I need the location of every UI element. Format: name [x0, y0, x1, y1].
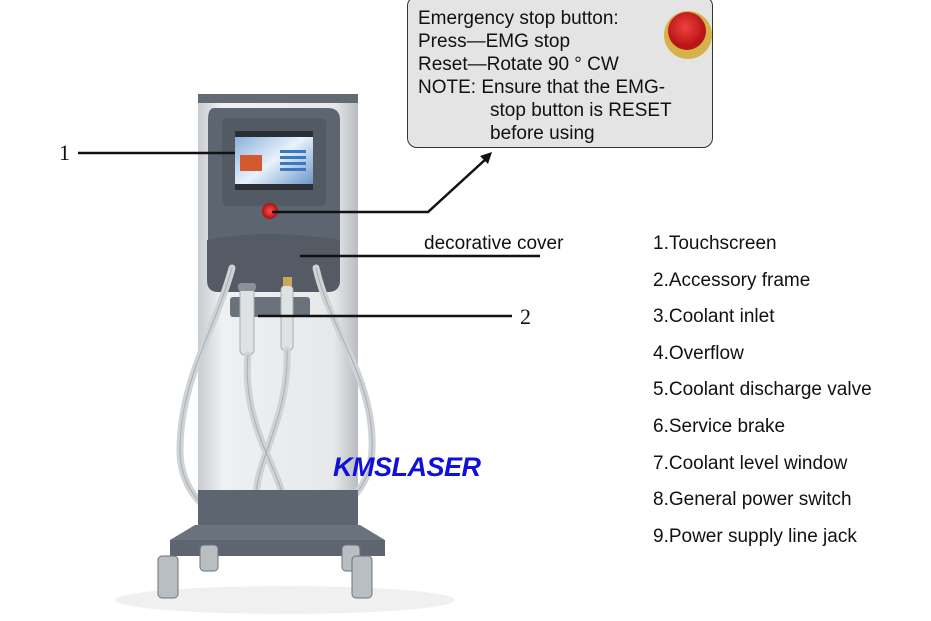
- list-item: 8.General power switch: [653, 489, 852, 511]
- brand-logo: KMSLASER: [333, 452, 481, 482]
- note-line: NOTE: Ensure that the EMG-: [418, 77, 666, 98]
- note-line: Press—EMG stop: [418, 31, 571, 52]
- decorative-cover: [207, 234, 340, 292]
- emergency-stop-button: [262, 203, 278, 219]
- arrow-head-icon: [480, 152, 492, 164]
- note-line: before using: [490, 123, 595, 144]
- caster-wheels: [157, 544, 373, 599]
- emergency-stop-note: Emergency stop button: Press—EMG stop Re…: [407, 0, 713, 148]
- callout-number-2: 2: [520, 304, 531, 329]
- base: [170, 490, 385, 556]
- note-line: Reset—Rotate 90 ° CW: [418, 54, 619, 75]
- emergency-button-icon: [664, 11, 712, 59]
- list-item: 6.Service brake: [653, 415, 786, 437]
- list-item: 2.Accessory frame: [653, 269, 811, 291]
- note-line: Emergency stop button:: [418, 8, 619, 29]
- list-item: 5.Coolant discharge valve: [653, 379, 872, 401]
- note-line: stop button is RESET: [490, 100, 672, 121]
- touchscreen: [235, 131, 313, 190]
- callout-number-1: 1: [59, 140, 70, 165]
- decorative-cover-label: decorative cover: [424, 233, 564, 254]
- list-item: 7.Coolant level window: [653, 452, 848, 474]
- list-item: 4.Overflow: [653, 342, 744, 364]
- list-item: 3.Coolant inlet: [653, 306, 775, 328]
- list-item: 1.Touchscreen: [653, 233, 777, 254]
- parts-list: 1.Touchscreen 2.Accessory frame 3.Coolan…: [653, 233, 872, 562]
- list-item: 9.Power supply line jack: [653, 525, 857, 547]
- leader-lines: [78, 151, 540, 318]
